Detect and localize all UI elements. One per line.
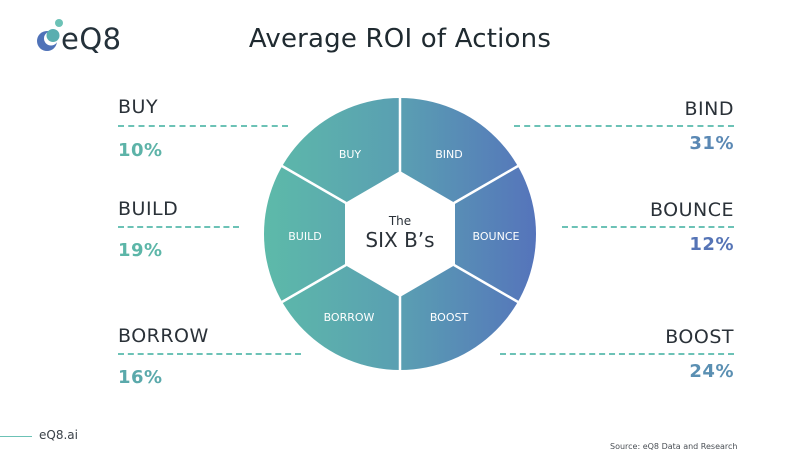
brand-logo: eQ8 <box>36 18 136 60</box>
segment-borrow: BORROW <box>324 311 375 324</box>
bounce-divider <box>562 226 734 228</box>
buy-divider <box>118 125 288 127</box>
borrow-label: BORROW <box>118 325 209 347</box>
center-hexagon <box>345 171 455 297</box>
segment-bounce: BOUNCE <box>473 230 520 243</box>
logo-bubbles-icon <box>37 19 63 51</box>
bind-roi-value: 31% <box>689 133 734 154</box>
build-divider <box>118 226 239 228</box>
bounce-label: BOUNCE <box>649 199 734 221</box>
page-title: Average ROI of Actions <box>248 24 552 54</box>
six-bs-wheel: BUY BIND BOUNCE BOOST BORROW BUILD The S… <box>264 98 536 370</box>
borrow-roi-value: 16% <box>118 367 163 388</box>
build-label: BUILD <box>118 198 179 220</box>
center-title-small: The <box>388 214 411 228</box>
segment-buy: BUY <box>339 148 362 161</box>
footer-url: eQ8.ai <box>39 428 78 442</box>
buy-label: BUY <box>118 96 159 118</box>
boost-label: BOOST <box>665 326 734 348</box>
center-title-large: SIX B’s <box>365 228 434 252</box>
boost-roi-value: 24% <box>689 361 734 382</box>
bounce-roi-value: 12% <box>689 234 734 255</box>
source-note: Source: eQ8 Data and Research <box>610 442 738 451</box>
wheel-dividers <box>281 98 519 370</box>
borrow-divider <box>118 353 301 355</box>
footer-accent-line <box>0 436 32 437</box>
buy-roi-value: 10% <box>118 140 163 161</box>
segment-bind: BIND <box>435 148 463 161</box>
segment-build: BUILD <box>288 230 321 243</box>
boost-divider <box>500 353 734 355</box>
build-roi-value: 19% <box>118 240 163 261</box>
bind-label: BIND <box>684 98 734 120</box>
segment-boost: BOOST <box>430 311 469 324</box>
logo-wordmark: eQ8 <box>61 22 122 56</box>
bind-divider <box>514 125 734 127</box>
